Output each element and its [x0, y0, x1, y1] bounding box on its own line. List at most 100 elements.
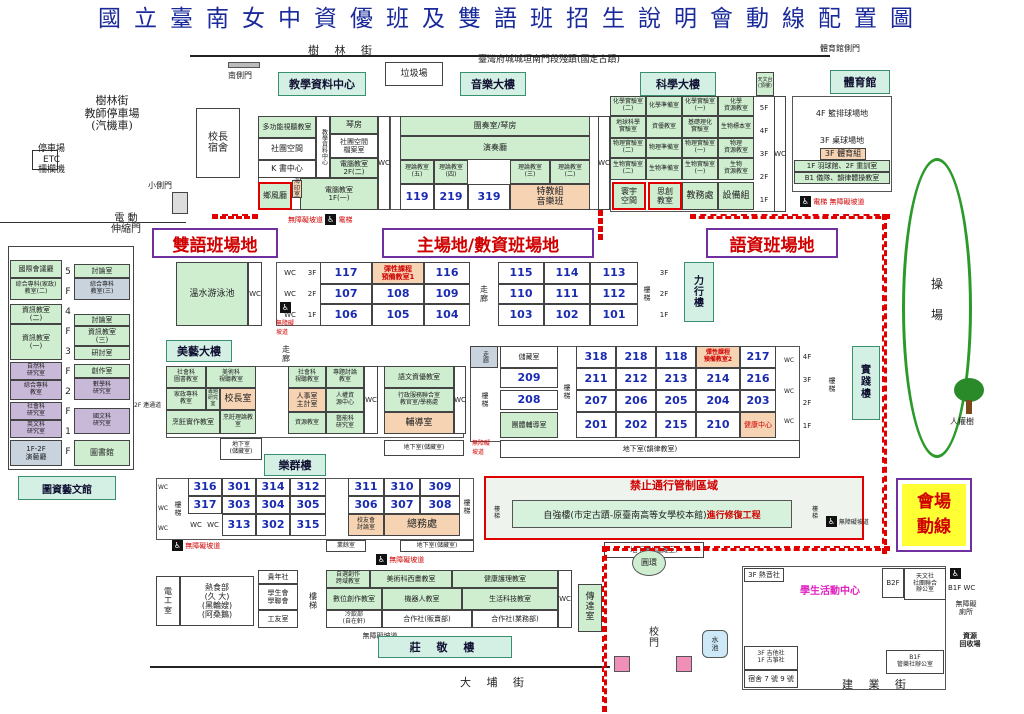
room-bio-prep: 生物準備室: [646, 158, 682, 180]
accessible-icon: ♿: [950, 568, 961, 579]
room-language-gifted: 語文資優教室: [384, 366, 454, 388]
room-concert-hall: 演奏廳: [400, 136, 590, 160]
venue-route-box: 會場 動線: [896, 478, 972, 552]
gym-4f: 4F 籃排球場地: [815, 109, 869, 119]
room-bio-lab-2: 生物實驗室 (二): [610, 158, 646, 180]
school-gate-label: 校 門: [649, 626, 659, 650]
main-stairs: 樓 梯: [643, 285, 651, 302]
south-gate: [228, 62, 260, 68]
shijian-stairs: 樓 梯: [828, 376, 836, 393]
room-311: 311: [348, 478, 384, 496]
teaching-center-title: 教學資料中心: [278, 72, 366, 96]
bottom-accessible-road: 無障礙坡道: [300, 630, 460, 642]
room-piano: 琴房: [330, 116, 378, 134]
room-106: 106: [320, 304, 372, 326]
room-117: 117: [320, 262, 372, 284]
room-resource: 資源教室: [288, 412, 326, 434]
room-human-rights: 人權資 源中心: [326, 388, 364, 412]
room-av-classroom: 多功能視聽教室: [258, 116, 316, 138]
lequn-spare-room: 業餘室: [326, 540, 366, 552]
room-103: 103: [498, 304, 544, 326]
room-112: 112: [590, 284, 638, 304]
room-guitar-club: 3F 吉他社 1F 古箏社: [744, 646, 798, 670]
room-302: 302: [256, 514, 290, 536]
room-204: 204: [696, 390, 740, 412]
room-206: 206: [616, 390, 656, 412]
recycling-station: 資源 回收場: [959, 631, 981, 648]
lib-seminar: 研討室: [74, 346, 130, 360]
room-219: 219: [434, 184, 468, 210]
room-119: 119: [400, 184, 434, 210]
zhiqiang-building: 自強樓(市定古蹟-原臺南高等女學校本館)進行修復工程: [512, 500, 792, 528]
lib-chinese-research: 國文科 研究室: [74, 408, 130, 434]
lib-science-research: 自然科 研究室: [10, 362, 62, 380]
art-wc-2: WC: [454, 366, 466, 434]
main-corridor: 走 廊: [480, 284, 488, 303]
lib-discussion-2: 討論室: [74, 314, 130, 326]
street-top-label: 樹 林 街: [308, 44, 378, 57]
room-tech: 生活科技教室: [462, 588, 558, 610]
room-212: 212: [616, 368, 656, 390]
electric-gate-label: 電 動 伸縮門: [111, 212, 141, 236]
room-art-av: 美術科 視聽教室: [206, 366, 256, 388]
room-counseling: 輔導室: [384, 412, 454, 434]
garbage-area: 垃圾場: [385, 62, 443, 86]
room-309: 309: [420, 478, 460, 496]
accessible-icon: ♿: [826, 516, 837, 527]
lequn-stairs: 樓 梯: [174, 500, 182, 517]
room-cooking-theory: 烹飪理論教室: [220, 410, 256, 434]
room-316: 316: [188, 478, 222, 496]
room-astronomy-club: 天文社 社團聯合 辦公室: [904, 568, 946, 600]
route-line-right: [882, 214, 887, 554]
middle-stairs: 樓 梯: [563, 383, 571, 400]
gym-title: 體育館: [830, 70, 890, 94]
lixing-building: 力 行 樓: [684, 262, 714, 322]
gym-block: [792, 96, 892, 192]
lib-math-research: 數學科 研究室: [74, 378, 130, 400]
room-chem-lab-1: 化學實驗室 (一): [682, 96, 718, 116]
lib-it-2: 資訊教室 (二): [10, 304, 62, 324]
room-307: 307: [384, 496, 420, 514]
student-center-block: [742, 566, 946, 690]
lequn-wc-b: WC: [207, 520, 219, 529]
lequn-accessible: ♿ 無障礙坡道: [172, 540, 221, 551]
bottom-wall-left: [150, 666, 610, 668]
room-107: 107: [320, 284, 372, 304]
room-art-basement: 地下室 (儲藏室): [220, 438, 262, 460]
lib-conference: 國際會議廳: [10, 260, 62, 278]
room-319: 319: [468, 184, 510, 210]
room-105: 105: [372, 304, 424, 326]
room-health-center: 健康中心: [740, 412, 776, 438]
shijian-building: 實 踐 樓: [852, 346, 880, 420]
small-side-gate: [172, 192, 188, 214]
room-bio-resource: 生物 資源教室: [718, 158, 754, 180]
accessible-icon: ♿: [172, 540, 183, 551]
room-global-space: 寰宇 空間: [612, 182, 646, 210]
gym-pe-office: 3F 體育組: [820, 148, 866, 160]
zhiqiang-label: 自強樓(市定古蹟-原臺南高等女學校本館): [543, 510, 707, 521]
lequn-right-stairs: 樓 梯: [463, 498, 471, 515]
art-corridor: 走 廊: [282, 344, 290, 363]
room-301: 301: [222, 478, 256, 496]
lequn-title: 樂群樓: [264, 454, 326, 476]
page-title: 國立臺南女中資優班及雙語班招生說明會動線配置圖: [98, 6, 926, 32]
room-318: 318: [576, 346, 616, 368]
room-109: 109: [424, 284, 470, 304]
room-308: 308: [420, 496, 460, 514]
room-cold-drinks: 冷飲部 (自在軒): [326, 610, 382, 628]
venue-main: 主場地/數資班場地: [382, 228, 594, 258]
lib-general-classroom: 綜合專科 教室: [10, 380, 62, 400]
main-accessible: ♿: [280, 302, 291, 313]
room-214: 214: [696, 368, 740, 390]
science-wc: WC: [774, 96, 786, 212]
room-chem-prep: 化學準備室: [646, 96, 682, 116]
science-building-title: 科學大樓: [640, 72, 716, 96]
room-home-ec: 家政專科 教室: [166, 388, 206, 410]
room-303: 303: [222, 496, 256, 514]
music-building-title: 音樂大樓: [460, 72, 526, 96]
room-youth-club: 貴年社: [258, 570, 298, 584]
room-114: 114: [544, 262, 590, 284]
zhiqiang-repair: 進行修復工程: [706, 510, 761, 521]
main-accessible-ramp: 無障礙 坡道: [276, 320, 295, 336]
room-phys-lab-2: 物理實驗室 (二): [610, 138, 646, 158]
